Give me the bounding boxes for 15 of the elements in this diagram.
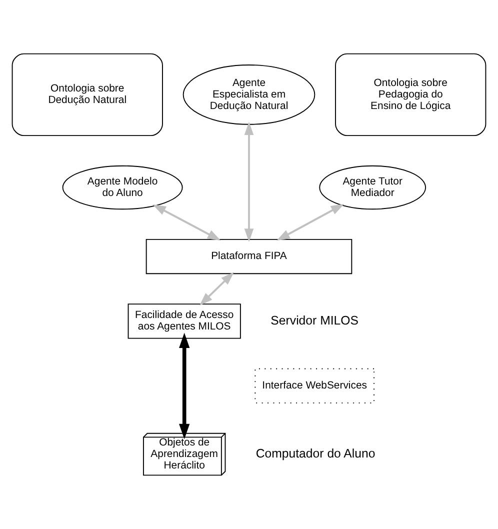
label: Servidor MILOS: [270, 313, 359, 328]
node-box: Ontologia sobre Pedagogia do Ensino de Lógica: [335, 53, 486, 136]
node-ellipse: Agente Modelo do Aluno: [62, 165, 183, 210]
node-ellipse: Agente Especialista em Dedução Natural: [182, 64, 316, 125]
node-box: Plataforma FIPA: [146, 238, 352, 274]
arrow: [244, 122, 254, 242]
node-box: Ontologia sobre Dedução Natural: [12, 53, 163, 136]
arrow: [276, 204, 344, 241]
arrow: [152, 204, 221, 241]
arrow: [179, 332, 190, 440]
node-box: Facilidade de Acesso aos Agentes MILOS: [128, 304, 241, 339]
label: Computador do Aluno: [256, 446, 376, 461]
arrow: [199, 272, 234, 306]
node-box: Interface WebServices: [254, 368, 374, 404]
node-ellipse: Agente Tutor Mediador: [319, 165, 426, 210]
